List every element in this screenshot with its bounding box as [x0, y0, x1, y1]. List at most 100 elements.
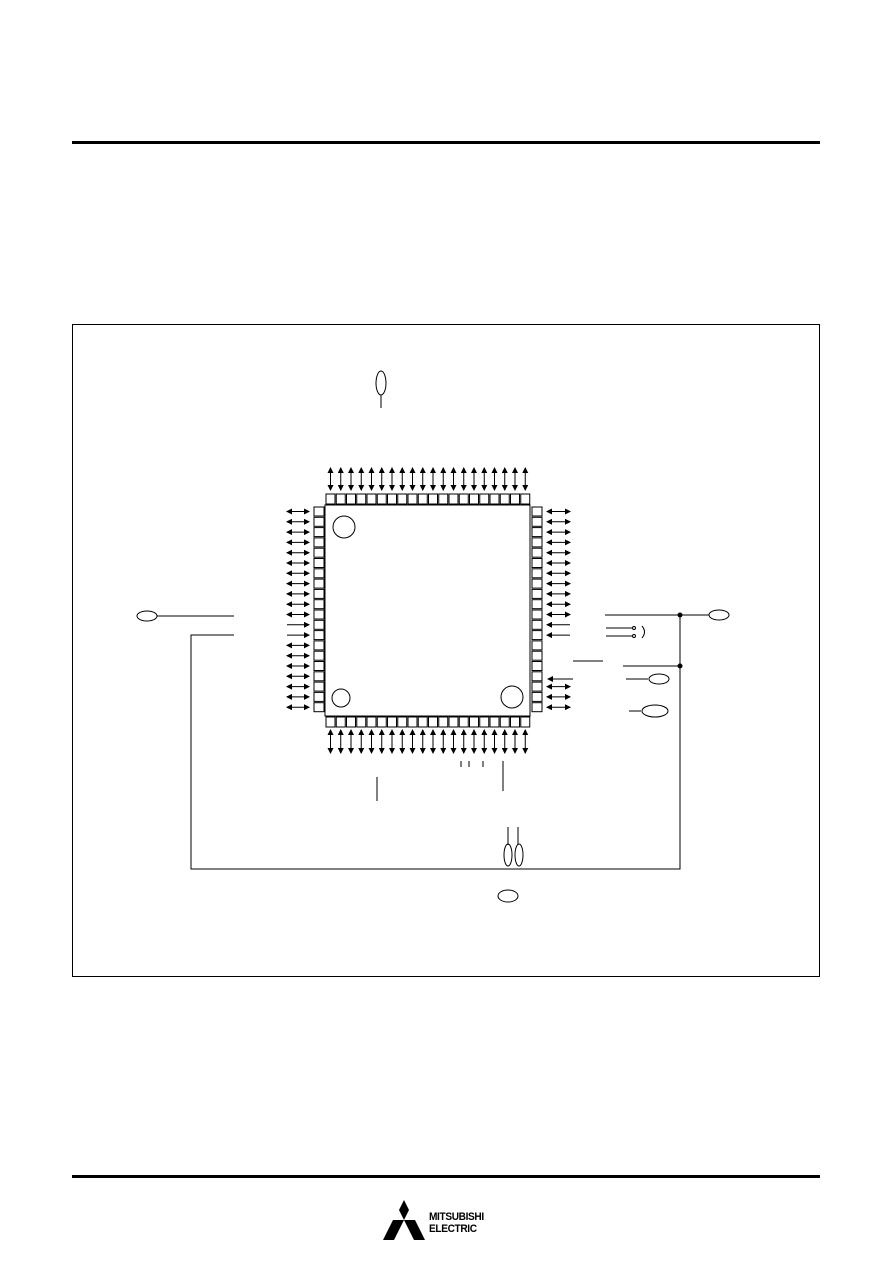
right-pin — [531, 609, 543, 620]
right-pin — [531, 661, 543, 671]
mitsubishi-electric-logo: MITSUBISHI ELECTRIC — [382, 1200, 522, 1244]
left-pin — [313, 619, 325, 630]
top-pin — [510, 493, 520, 505]
bottom-pin — [428, 716, 438, 728]
left-pin — [313, 671, 325, 682]
left-pin — [313, 599, 325, 610]
bottom-oval-left — [503, 843, 513, 867]
top-pin — [479, 493, 490, 505]
logo-line-2: ELECTRIC — [429, 1223, 477, 1235]
pin-diagram — [136, 370, 730, 903]
left-pin — [313, 516, 325, 527]
top-pin — [366, 493, 377, 505]
right-pin — [531, 650, 543, 661]
bottom-pin — [448, 716, 459, 728]
right-pin — [531, 599, 543, 610]
right-pin — [531, 588, 543, 599]
bottom-pin — [346, 716, 356, 728]
top-pin — [448, 493, 459, 505]
left-pin — [313, 568, 325, 579]
osc-oval-1 — [648, 673, 670, 685]
top-pin — [407, 493, 418, 505]
top-pin — [376, 493, 387, 505]
footer-rule — [72, 1175, 820, 1178]
right-pin — [531, 506, 543, 517]
top-pin — [346, 493, 356, 505]
top-pin — [499, 493, 510, 505]
three-diamond-icon — [383, 1200, 425, 1240]
right-pin — [531, 578, 543, 589]
top-pin — [438, 493, 449, 505]
left-pin — [313, 506, 325, 517]
right-pin — [531, 681, 543, 692]
bottom-pin — [335, 716, 346, 728]
right-pin — [531, 691, 543, 702]
left-pin — [313, 640, 325, 651]
pin-configuration-figure — [72, 324, 820, 977]
top-pin — [428, 493, 438, 505]
bottom-pin — [458, 716, 469, 728]
bottom-pin — [387, 716, 397, 728]
bottom-pin — [376, 716, 387, 728]
bottom-pin — [479, 716, 490, 728]
right-pin — [531, 630, 543, 641]
right-pin — [531, 568, 543, 579]
top-pin — [489, 493, 500, 505]
corner-mark-br — [500, 685, 524, 709]
left-pin — [313, 558, 325, 568]
bottom-pin — [469, 716, 479, 728]
left-pin — [313, 588, 325, 599]
right-pin — [531, 516, 543, 527]
top-pin — [397, 493, 408, 505]
left-pin — [313, 702, 325, 713]
right-pin — [531, 537, 543, 548]
top-pin — [458, 493, 469, 505]
left-pin — [313, 547, 325, 558]
bottom-oval-right — [514, 843, 524, 867]
bottom-pin — [520, 716, 531, 728]
header-rule — [72, 141, 820, 144]
top-pin — [469, 493, 479, 505]
right-pin — [531, 527, 543, 538]
right-pin — [531, 640, 543, 651]
right-pin — [531, 558, 543, 568]
chip-body — [324, 504, 531, 717]
top-connector-oval — [375, 370, 387, 396]
right-pin — [531, 702, 543, 713]
bottom-pin — [489, 716, 500, 728]
top-pin — [356, 493, 367, 505]
corner-mark-bl — [331, 688, 351, 708]
bottom-pin — [356, 716, 367, 728]
top-pin — [325, 493, 336, 505]
bottom-pin — [499, 716, 510, 728]
left-connector-oval — [136, 610, 158, 622]
top-pin — [387, 493, 397, 505]
bottom-pin — [407, 716, 418, 728]
bottom-pin — [510, 716, 520, 728]
right-pin — [531, 671, 543, 682]
bottom-pin — [417, 716, 428, 728]
right-connector-oval — [708, 609, 730, 621]
top-pin — [520, 493, 531, 505]
left-pin — [313, 650, 325, 661]
osc-oval-2 — [641, 704, 669, 718]
bottom-pin — [366, 716, 377, 728]
right-pin — [531, 547, 543, 558]
left-pin — [313, 609, 325, 620]
left-pin — [313, 537, 325, 548]
left-pin — [313, 691, 325, 702]
top-pin — [335, 493, 346, 505]
pin1-index-mark — [332, 515, 356, 539]
bottom-pin — [397, 716, 408, 728]
left-pin — [313, 681, 325, 692]
left-pin — [313, 527, 325, 538]
bottom-pin — [438, 716, 449, 728]
top-pin — [417, 493, 428, 505]
left-pin — [313, 578, 325, 589]
right-pin — [531, 619, 543, 630]
bottom-oval-small — [497, 889, 519, 903]
logo-line-1: MITSUBISHI — [429, 1211, 484, 1223]
logo-wordmark: MITSUBISHI ELECTRIC — [429, 1211, 484, 1235]
bottom-pin — [325, 716, 336, 728]
left-pin — [313, 630, 325, 641]
